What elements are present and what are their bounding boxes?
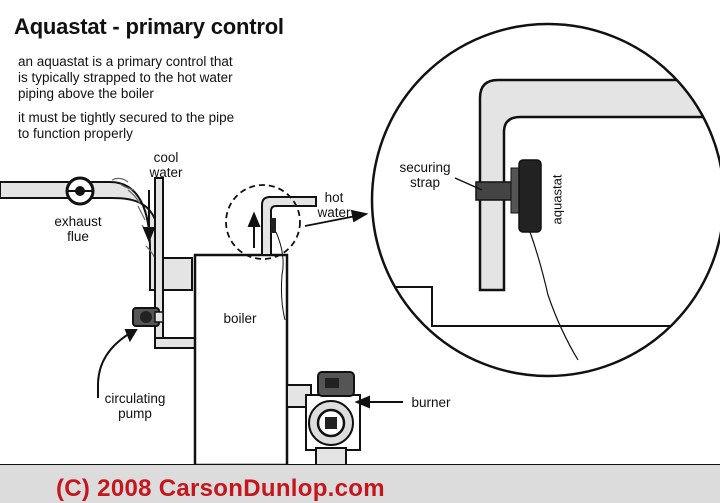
page-title: Aquastat - primary control: [14, 14, 284, 39]
copyright-text: (C) 2008 CarsonDunlop.com: [56, 475, 385, 502]
securing-strap-label-line-2: strap: [409, 175, 440, 190]
exhaust-flue-label-line-1: exhaust: [54, 214, 102, 229]
burner-unit: [286, 371, 361, 466]
aquastat-small: [271, 218, 276, 233]
description-line-5: to function properly: [18, 126, 133, 141]
detail-callout-circle: [225, 184, 301, 260]
securing-strap-label-line-1: securing: [399, 160, 451, 175]
description-line-2: is typically strapped to the hot water: [18, 70, 233, 85]
exhaust-fan-icon: [65, 176, 95, 206]
cool-water-label-line-2: water: [149, 165, 183, 180]
circulating-pump-label-line-1: circulating: [104, 391, 166, 406]
exhaust-flue-label: exhaust flue: [48, 214, 108, 244]
securing-strap-pointer: [454, 177, 483, 191]
securing-strap-label: securing strap: [390, 160, 460, 190]
hot-water-pipe: [261, 196, 317, 256]
circulating-pump-label: circulating pump: [92, 391, 178, 421]
hot-water-label-line-2: water: [317, 205, 351, 220]
circulating-pump-arrow: [97, 329, 138, 398]
exhaust-flue-label-line-2: flue: [67, 229, 89, 244]
burner-arrow: [354, 395, 403, 409]
description-line-4: it must be tightly secured to the pipe: [18, 110, 235, 125]
zoom-circle: [370, 22, 720, 378]
hot-water-label: hot water: [310, 190, 358, 220]
aquastat-wire-small: [275, 231, 286, 321]
cool-water-label: cool water: [144, 150, 188, 180]
footer-band: [0, 465, 720, 503]
description-line-1: an aquastat is a primary control that: [18, 54, 233, 69]
circulating-pump-icon: [132, 307, 164, 327]
cool-water-pipe: [154, 177, 196, 349]
callout-arrow: [304, 209, 369, 227]
cool-water-label-line-1: cool: [153, 150, 179, 165]
boiler-label: boiler: [223, 311, 257, 326]
exhaust-flue-pipe: [0, 177, 193, 291]
description-line-3: piping above the boiler: [18, 86, 154, 101]
burner-label: burner: [411, 395, 451, 410]
boiler-body: [193, 253, 289, 467]
cool-water-arrow: [142, 190, 156, 243]
zoom-detail: [372, 24, 720, 376]
hot-water-arrow: [247, 211, 261, 248]
hot-water-label-line-1: hot: [324, 190, 344, 205]
circulating-pump-label-line-2: pump: [118, 406, 152, 421]
aquastat-label: aquastat: [549, 174, 565, 225]
